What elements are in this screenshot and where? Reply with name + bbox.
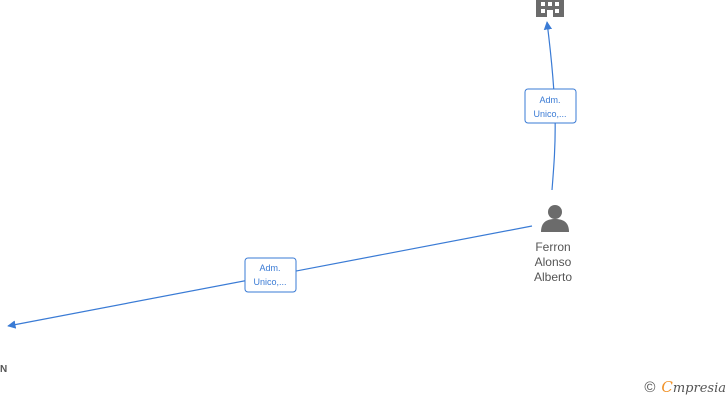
building-icon[interactable] xyxy=(536,0,564,17)
copyright-symbol: © xyxy=(644,378,656,396)
person-icon[interactable] xyxy=(541,205,569,232)
edge-label-top-line1: Adm. xyxy=(539,95,560,105)
person-name-line2: Alonso xyxy=(534,255,572,269)
brand-initial: C xyxy=(661,378,673,396)
edge-label-top-line2: Unico,... xyxy=(533,109,566,119)
person-name-line1: Ferron xyxy=(535,240,571,254)
brand-rest: mpresia xyxy=(672,381,726,396)
person-name[interactable]: Ferron Alonso Alberto xyxy=(515,240,591,285)
brand-logo: Cmpresia xyxy=(661,378,726,396)
watermark: © Cmpresia xyxy=(644,378,726,396)
edge-label-left-line1: Adm. xyxy=(259,263,280,273)
edge-label-left[interactable]: Adm. Unico,... xyxy=(244,257,297,293)
edge-label-top[interactable]: Adm. Unico,... xyxy=(524,88,577,124)
company-left-label[interactable]: N xyxy=(0,364,8,375)
edge-label-left-line2: Unico,... xyxy=(253,277,286,287)
person-name-line3: Alberto xyxy=(533,270,573,284)
